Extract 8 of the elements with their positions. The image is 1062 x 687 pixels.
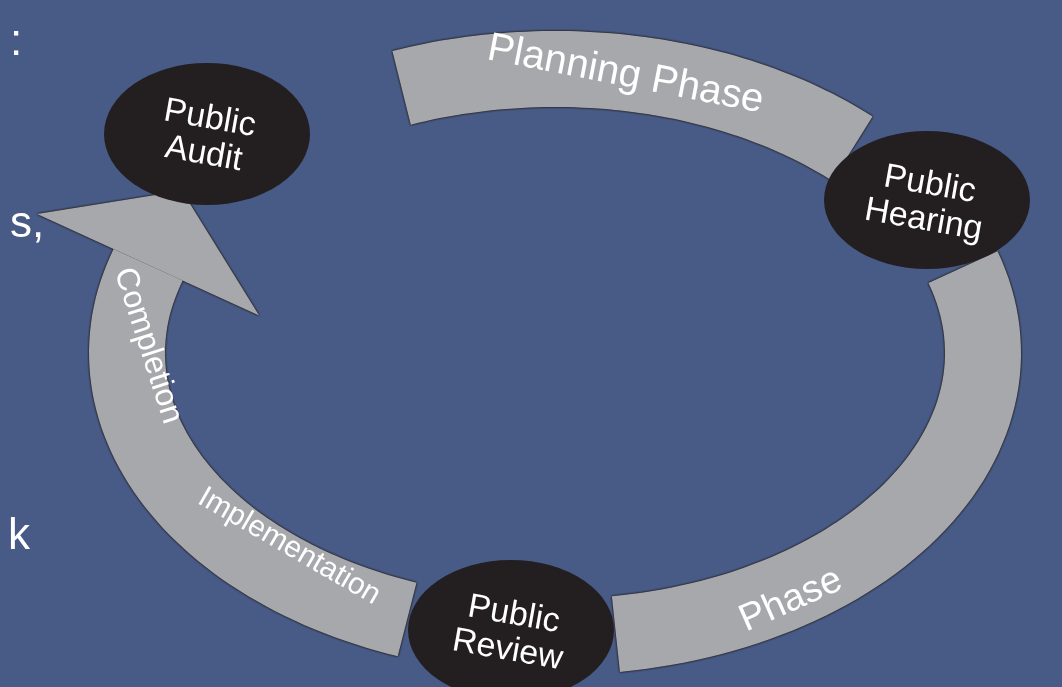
text-fragment: s, xyxy=(10,200,45,244)
band-label: Planning Phase xyxy=(484,25,768,119)
stage-label: Public Hearing xyxy=(860,154,987,249)
text-fragment: : xyxy=(10,18,23,62)
text-fragment: k xyxy=(8,512,30,556)
stage-label: Public Audit xyxy=(160,88,260,180)
band-label: Phase xyxy=(733,558,847,638)
stage-label: Public Review xyxy=(448,584,568,679)
